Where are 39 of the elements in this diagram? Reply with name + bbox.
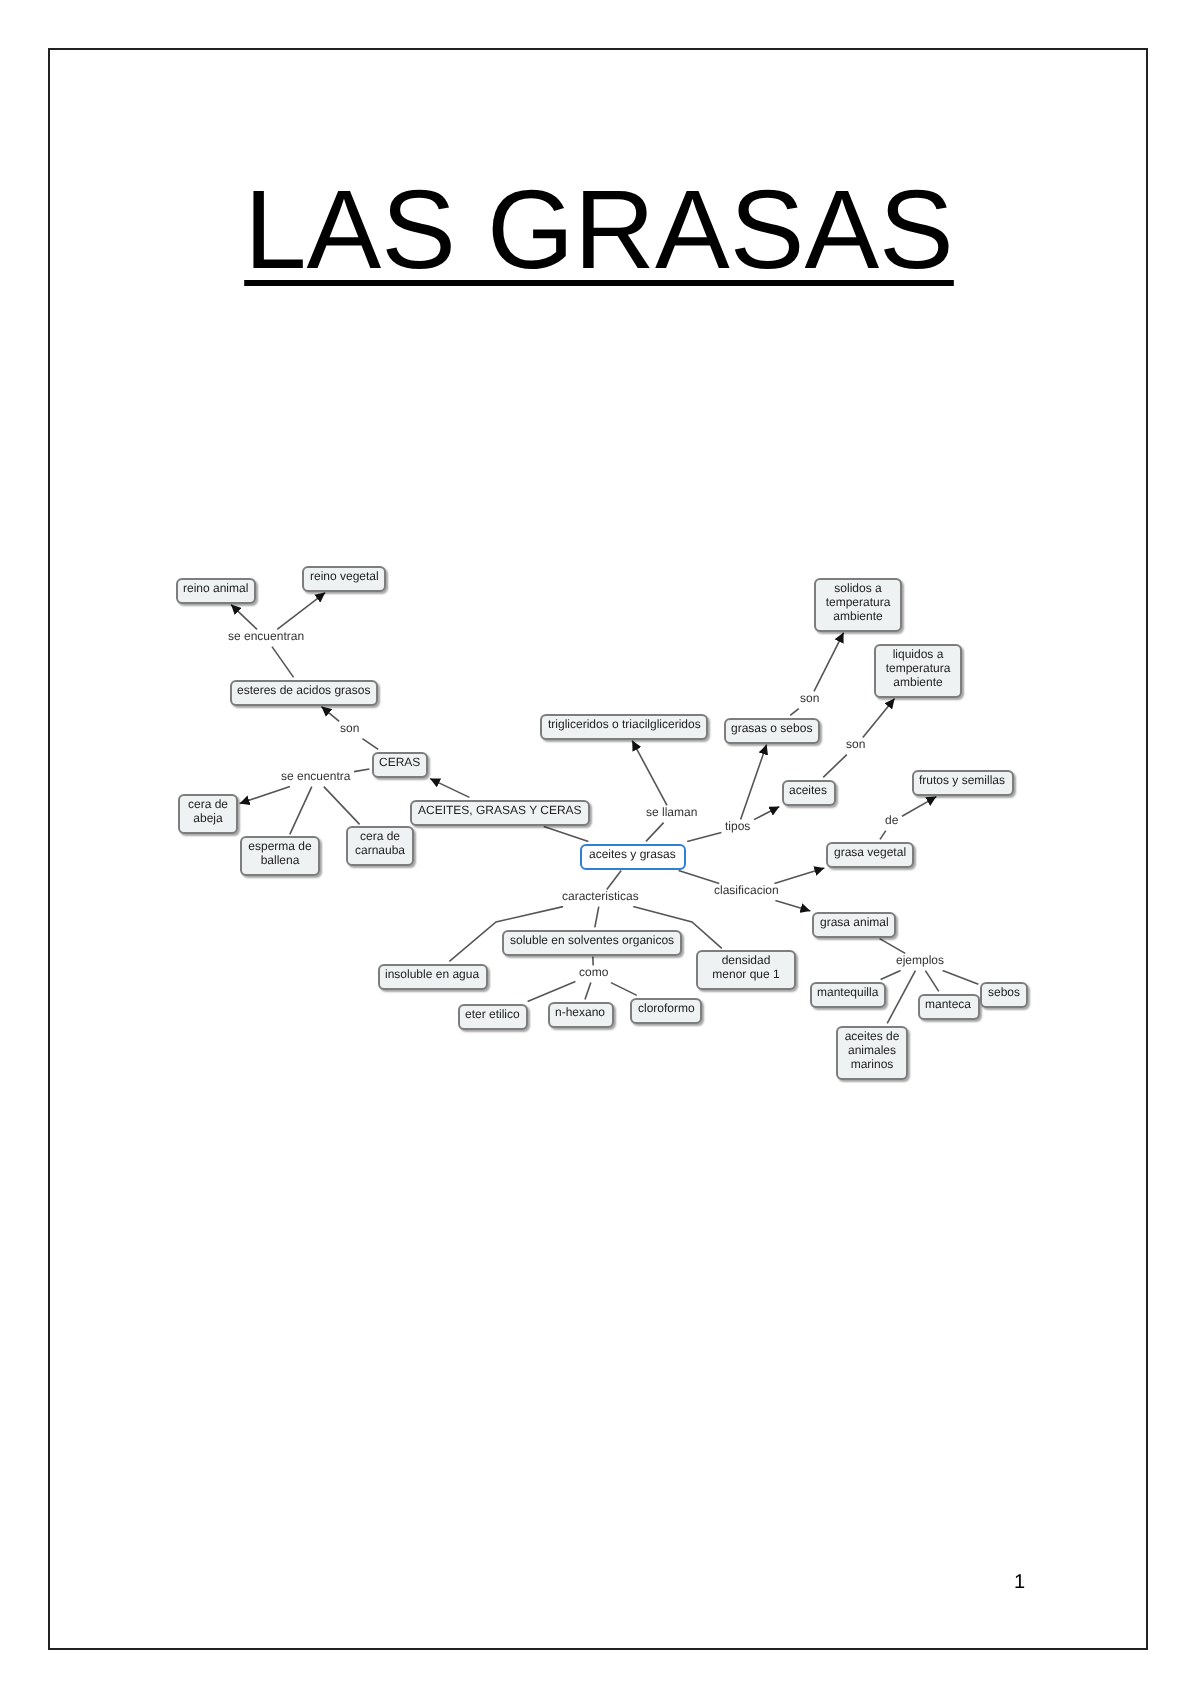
connector-line bbox=[879, 969, 902, 981]
connector-line bbox=[543, 825, 590, 843]
connector-line bbox=[271, 645, 295, 679]
arrow bbox=[230, 603, 258, 631]
arrow bbox=[773, 866, 826, 885]
connector-line bbox=[677, 869, 720, 885]
arrow bbox=[774, 899, 812, 913]
connector-line bbox=[789, 707, 800, 717]
page-number: 1 bbox=[1014, 1572, 1026, 1596]
connector-line bbox=[584, 981, 592, 1001]
arrow bbox=[631, 739, 668, 807]
connector-line bbox=[822, 753, 848, 779]
connector-line bbox=[878, 937, 906, 955]
title: LAS GRASAS bbox=[242, 164, 956, 296]
connector-line bbox=[941, 969, 980, 985]
connector-line bbox=[594, 905, 600, 929]
arrow bbox=[320, 705, 340, 723]
connector-line bbox=[526, 980, 577, 1003]
arrow bbox=[753, 805, 781, 821]
arrow bbox=[901, 795, 938, 817]
connector-line bbox=[592, 955, 594, 967]
connector-line bbox=[361, 737, 379, 751]
arrow bbox=[276, 591, 326, 631]
connector-line bbox=[632, 905, 723, 950]
connector-line bbox=[610, 981, 638, 997]
connector-line bbox=[645, 821, 665, 843]
connector-line bbox=[879, 829, 887, 841]
arrow bbox=[429, 777, 471, 799]
arrow bbox=[739, 743, 769, 821]
connector-line bbox=[289, 785, 313, 836]
connector-line bbox=[323, 785, 361, 826]
connector-line bbox=[606, 869, 622, 891]
connector-line bbox=[353, 768, 371, 773]
arrow bbox=[813, 631, 845, 693]
connector-line bbox=[686, 831, 723, 843]
arrow bbox=[238, 785, 291, 805]
connector-line bbox=[448, 905, 564, 963]
arrow bbox=[862, 697, 896, 739]
connector-line bbox=[924, 969, 940, 993]
